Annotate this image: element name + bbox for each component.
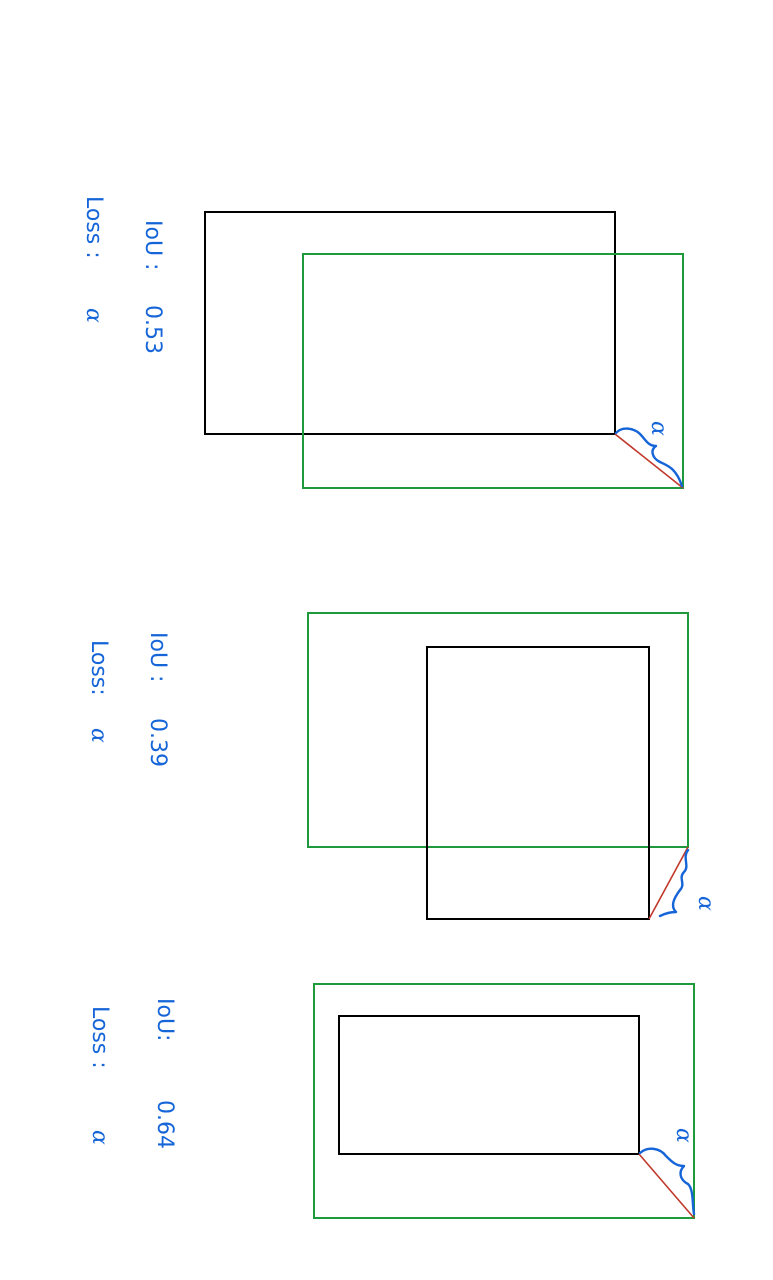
panel-1-iou-label: IoU : (140, 220, 165, 270)
panel-2-loss-label: Loss: (86, 640, 111, 696)
panel-1: α Loss : α IoU : 0.53 (81, 196, 684, 489)
panel-1-loss-label: Loss : (81, 196, 106, 259)
panel-1-predicted-box (204, 211, 616, 435)
panel-3-loss-label: Loss : (87, 1006, 112, 1069)
panel-3-predicted-box (338, 1015, 640, 1155)
panel-2: α Loss: α IoU : 0.39 (86, 612, 718, 920)
panel-3-loss-value: α (87, 1130, 112, 1145)
panel-1-iou-value: 0.53 (140, 305, 165, 354)
panel-2-loss-value: α (86, 728, 111, 743)
panel-2-ground-truth-box (307, 612, 689, 848)
panel-3-corner-distance-line (638, 1153, 695, 1219)
panel-3-ground-truth-box (313, 983, 695, 1219)
panel-1-brace (614, 427, 684, 488)
panel-2-iou-value: 0.39 (145, 718, 170, 767)
panel-2-corner-distance-line (648, 846, 689, 920)
panel-3-brace-label: α (671, 1128, 696, 1143)
panel-2-brace (658, 848, 690, 918)
panel-3-brace (638, 1147, 696, 1216)
panel-1-corner-distance-line (614, 433, 684, 489)
panel-3-iou-value: 0.64 (152, 1100, 177, 1149)
panel-2-iou-label: IoU : (145, 632, 170, 682)
panel-1-loss-value: α (81, 308, 106, 323)
panel-1-brace-label: α (646, 421, 671, 436)
panel-2-brace-label: α (693, 896, 718, 911)
panel-2-predicted-box (426, 646, 650, 920)
panel-3-iou-label: IoU: (152, 998, 177, 1041)
panel-3: α Loss : α IoU: 0.64 (87, 983, 696, 1219)
panel-1-ground-truth-box (302, 253, 684, 489)
